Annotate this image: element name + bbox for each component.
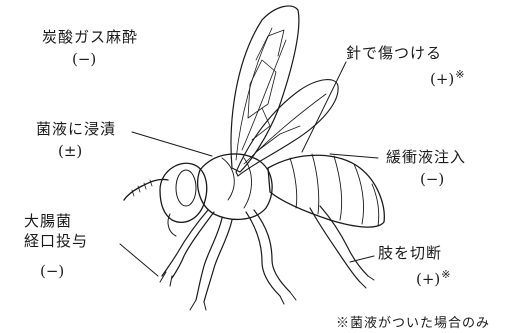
label-buffer-injection: 緩衝液注入 — [386, 148, 466, 166]
result-limb-value: (+) — [416, 270, 440, 288]
footnote: ※菌液がついた場合のみ — [336, 312, 490, 331]
result-limb-mark: ※ — [441, 268, 450, 281]
result-buffer-injection: (−) — [420, 170, 444, 188]
label-pin-wound: 針で傷つける — [346, 44, 442, 62]
result-limb-amputation: (+)※ — [416, 266, 451, 288]
forewing — [231, 6, 299, 172]
abdomen — [268, 154, 384, 227]
leader-ecoli — [120, 244, 158, 276]
thorax — [198, 154, 272, 219]
result-co2-anesthesia: (−) — [72, 50, 96, 68]
result-soak-solution: (±) — [58, 142, 82, 160]
result-ecoli-oral: (−) — [40, 262, 64, 280]
label-co2-anesthesia: 炭酸ガス麻酔 — [42, 28, 138, 46]
leader-lines — [120, 62, 378, 276]
result-pin-wound: (+)※ — [430, 66, 465, 88]
head — [160, 163, 207, 236]
leader-soak — [132, 132, 212, 156]
label-limb-amputation: 肢を切断 — [378, 244, 442, 262]
result-pin-mark: ※ — [455, 68, 464, 81]
legs — [160, 206, 374, 310]
label-soak-solution: 菌液に浸漬 — [36, 120, 116, 138]
label-ecoli-line2: 経口投与 — [24, 232, 88, 250]
label-ecoli-line1: 大腸菌 — [24, 212, 72, 230]
result-pin-value: (+) — [430, 70, 454, 88]
